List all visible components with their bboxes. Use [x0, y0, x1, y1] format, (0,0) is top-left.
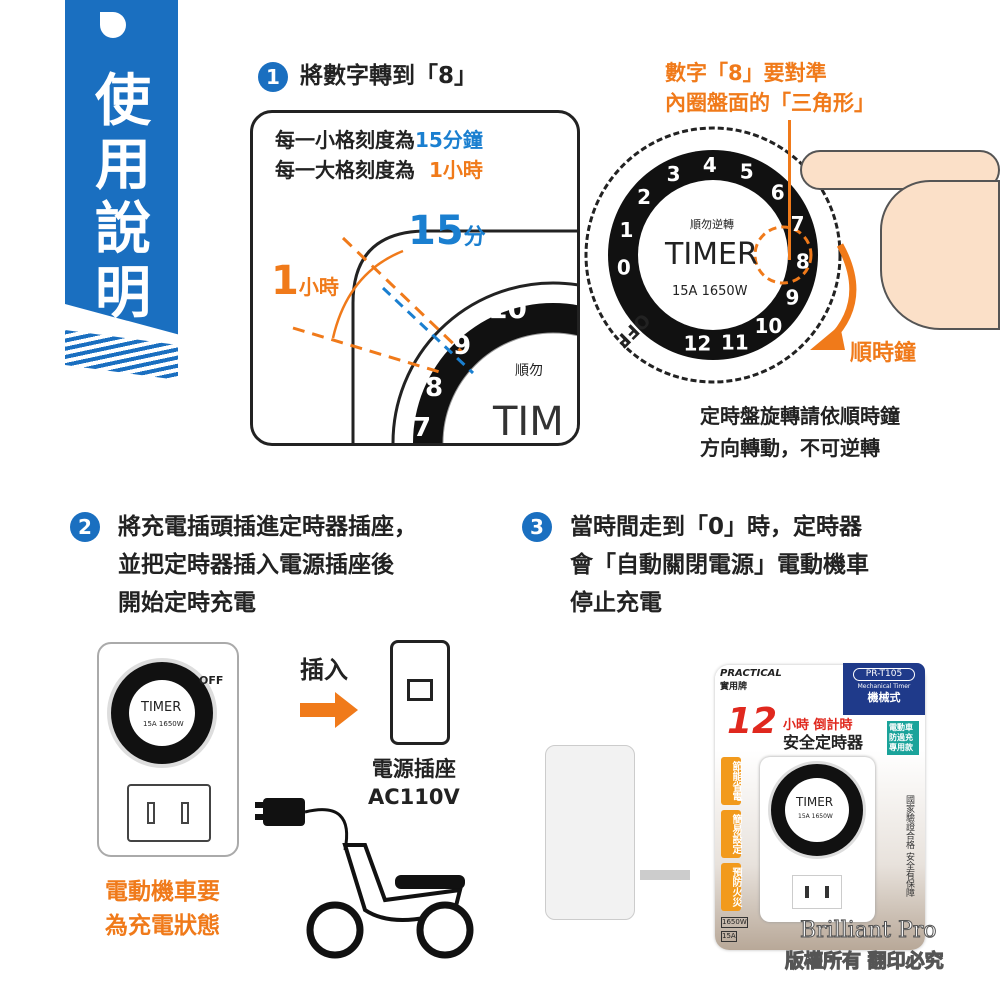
dial-number: 9: [786, 285, 800, 309]
socket-label: 電源插座: [371, 757, 456, 781]
step-3-line2: 會「自動關閉電源」電動機車: [570, 552, 869, 578]
note-line2: 每一大格刻度為: [275, 158, 415, 182]
dial-arrow-text: 順勿逆轉: [690, 218, 734, 231]
step-2-line1: 將充電插頭插進定時器插座，: [118, 514, 417, 540]
hand-illustration: [880, 180, 1000, 330]
pointer-line: [788, 120, 791, 260]
package-subtitle: 小時 倒計時: [783, 718, 853, 733]
arrow-right-icon: [300, 692, 358, 728]
clockwise-arrow-icon: [810, 243, 857, 350]
plug-prong: [640, 870, 690, 880]
step-3-line1: 當時間走到「0」時，定時器: [570, 514, 863, 540]
dial-number: 4: [703, 153, 717, 177]
warning-line2: 方向轉動，不可逆轉: [700, 436, 880, 460]
copyright-brand: Brilliant Pro: [800, 918, 938, 944]
feature-tag: 預防火災: [721, 863, 741, 911]
side-text: 國家驗證合格 安全有保障: [904, 795, 914, 897]
callout-line1: 數字「8」要對準: [665, 61, 827, 85]
zoom-num-10: 10: [488, 292, 527, 325]
insert-label: 插入: [300, 656, 348, 684]
warning-line1: 定時盤旋轉請依順時鐘: [700, 404, 900, 428]
spec-amps: 15A: [721, 931, 737, 942]
package-title: 安全定時器: [783, 733, 864, 752]
dial-number: 12: [683, 332, 711, 356]
wall-outlet-with-timer: TIMER 15A 1650W OFF: [97, 642, 239, 857]
zoomed-dial: [292, 229, 577, 443]
step-1-title: 將數字轉到「8」: [300, 63, 478, 89]
mini-rating: 15A 1650W: [143, 720, 184, 728]
note-line1: 每一小格刻度為: [275, 128, 415, 152]
label-15: 15: [408, 208, 464, 254]
dial-number: 0: [617, 256, 631, 280]
label-1: 1: [271, 258, 299, 304]
title-banner: [65, 0, 178, 335]
dial-number: 6: [771, 180, 785, 204]
zoom-num-7: 7: [413, 413, 432, 443]
pkg-timer-label: TIMER: [796, 795, 834, 809]
scooter-line1: 電動機車要: [105, 879, 220, 905]
dial-number: 7: [791, 212, 805, 236]
type-en: Mechanical Timer: [857, 683, 911, 690]
copyright-notice: 版權所有 翻印必究: [785, 950, 945, 973]
feature-tag: 簡易設定: [721, 810, 741, 858]
step-3-line3: 停止充電: [570, 590, 662, 616]
step-2-number: 2: [70, 512, 100, 542]
dial-number: 10: [754, 314, 782, 338]
zoom-small-text: 順勿: [515, 363, 543, 379]
dial-number: 3: [667, 162, 681, 186]
scooter-illustration: [255, 798, 474, 959]
brand-cn: 實用牌: [720, 682, 748, 692]
scooter-line2: 為充電狀態: [105, 913, 220, 939]
note-15min: 15分鐘: [415, 128, 483, 152]
mini-timer-label: TIMER: [141, 700, 182, 715]
timer-side-view: [545, 745, 635, 920]
zoom-num-9: 9: [453, 331, 472, 361]
step-2-line2: 並把定時器插入電源插座後: [118, 552, 394, 578]
dial-number: 8: [796, 249, 810, 273]
zoom-timer-text: TIM: [493, 399, 564, 445]
zoom-num-8: 8: [425, 373, 444, 403]
clockwise-label: 順時鐘: [850, 341, 917, 366]
wall-socket: [390, 640, 450, 745]
page-title: 使用說明: [95, 69, 151, 326]
leaf-icon: [100, 12, 126, 38]
spec-watts: 1650W: [721, 917, 748, 928]
step-1-number: 1: [258, 62, 288, 92]
socket-voltage: AC110V: [368, 785, 460, 809]
dial-number: 5: [740, 160, 754, 184]
callout-line2: 內圈盤面的「三角形」: [665, 91, 875, 115]
step-2-line3: 開始定時充電: [118, 590, 256, 616]
product-package: PRACTICAL 實用牌 PR-T105 Mechanical Timer 機…: [715, 663, 925, 950]
label-1-unit: 小時: [298, 275, 339, 299]
ev-tag: 電動車防過充專用款: [887, 721, 919, 755]
brand: PRACTICAL: [720, 668, 782, 679]
dial-number: 11: [721, 330, 749, 354]
model: PR-T105: [853, 668, 915, 681]
dial-number: 2: [637, 185, 651, 209]
step-3-number: 3: [522, 512, 552, 542]
note-1hour: 1小時: [429, 158, 483, 182]
pkg-rating: 15A 1650W: [798, 813, 833, 820]
feature-tag: 節能省電: [721, 757, 741, 805]
dial-number: 1: [620, 218, 634, 242]
type-cn: 機械式: [867, 691, 901, 704]
mini-off: OFF: [199, 674, 224, 687]
label-15-unit: 分: [463, 225, 486, 250]
dial-rating: 15A 1650W: [672, 284, 748, 299]
banner-stripes: [65, 330, 178, 380]
hours-number: 12: [727, 701, 778, 742]
dial-timer-label: TIMER: [665, 237, 758, 272]
